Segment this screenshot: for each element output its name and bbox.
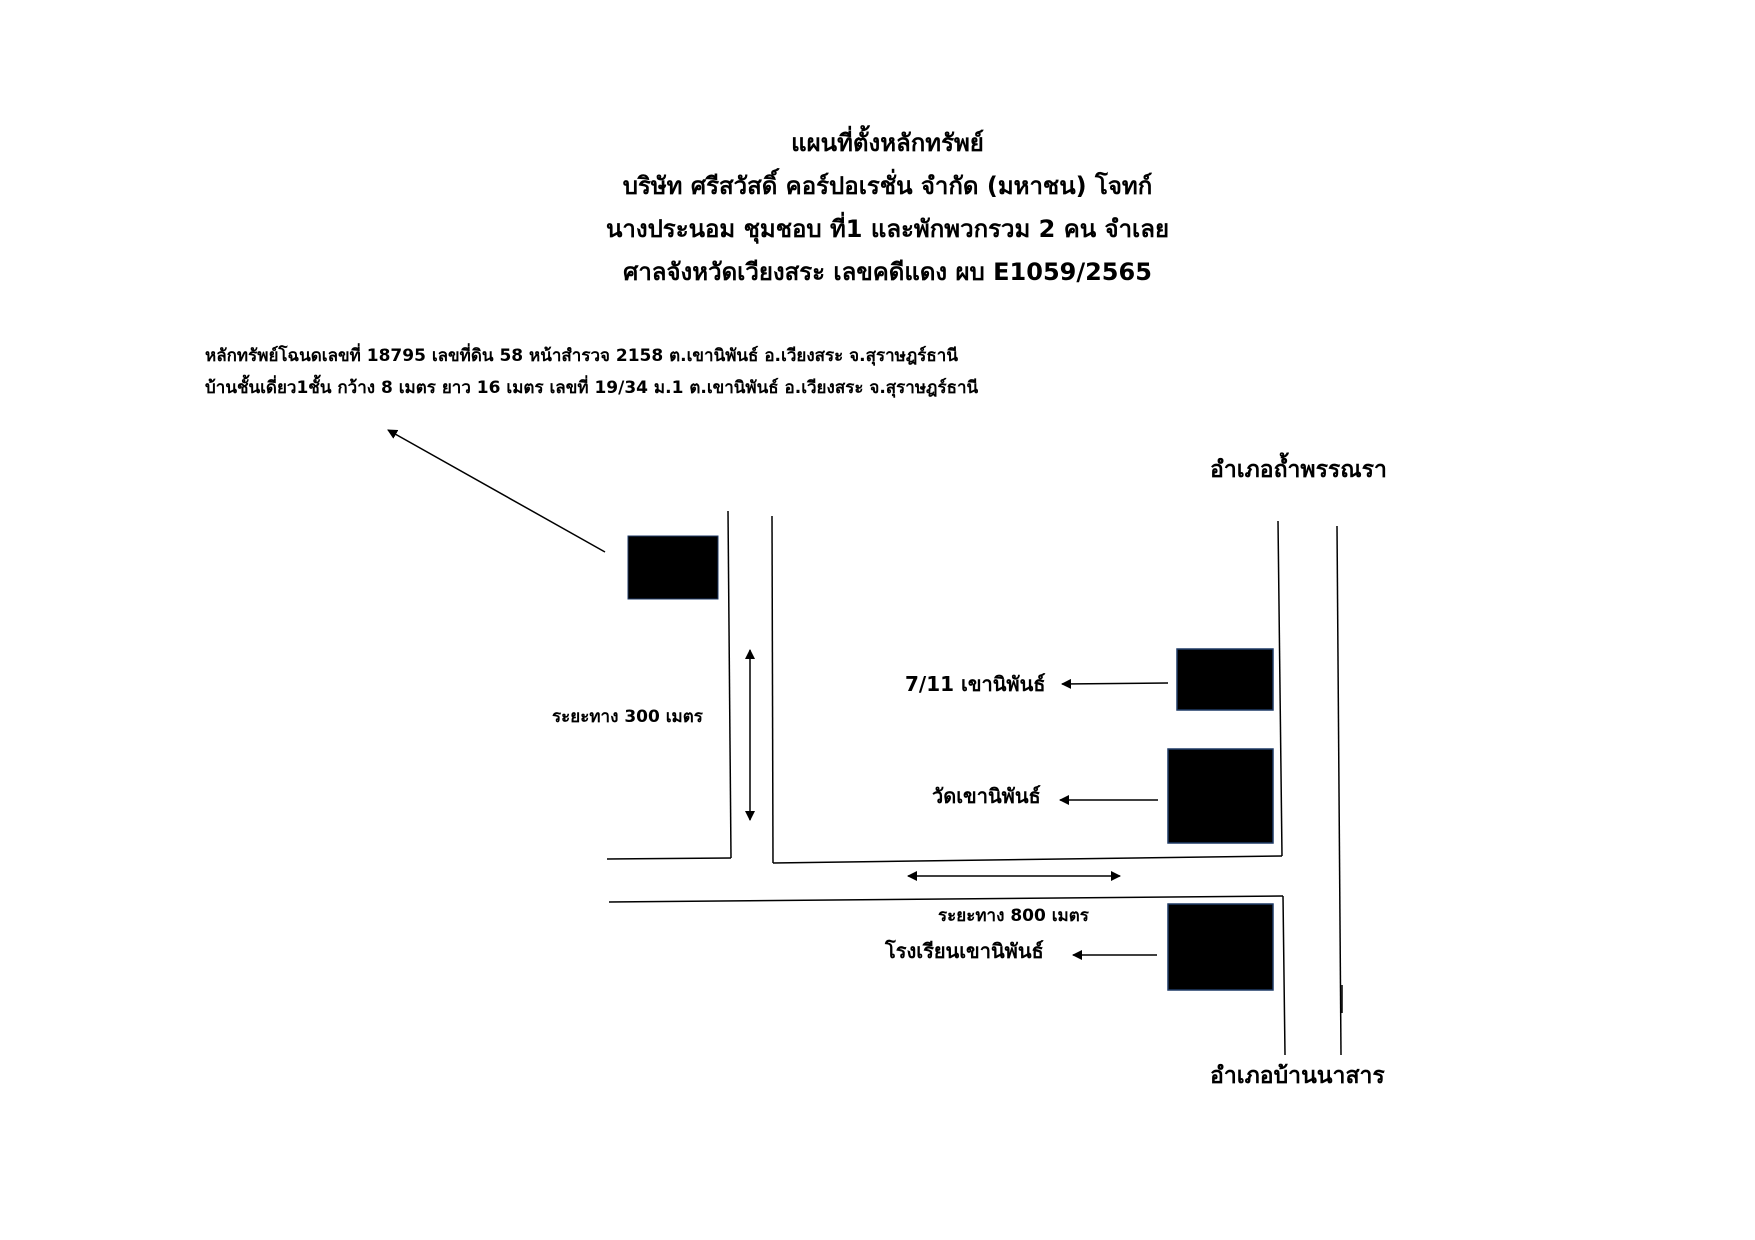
distance-800-label: ระยะทาง 800 เมตร	[938, 906, 1089, 926]
asset-deed-line: หลักทรัพย์โฉนดเลขที่ 18795 เลขที่ดิน 58 …	[205, 346, 958, 366]
asset-description: หลักทรัพย์โฉนดเลขที่ 18795 เลขที่ดิน 58 …	[205, 340, 978, 404]
distance-arrows	[745, 649, 1121, 881]
temple-label: วัดเขานิพันธ์	[932, 784, 1041, 808]
map-title: แผนที่ตั้งหลักทรัพย์	[791, 129, 984, 157]
road-west-right-edge	[771, 515, 774, 864]
asset-pointer-arrow	[387, 429, 606, 553]
road-highway-left-south	[1282, 895, 1286, 1056]
pointer-arrows	[387, 429, 1169, 960]
seven-eleven-label: 7/11 เขานิพันธ์	[905, 672, 1046, 696]
roads	[606, 510, 1343, 1056]
seven-eleven-building	[1176, 648, 1274, 711]
map-title-block: แผนที่ตั้งหลักทรัพย์ บริษัท ศรีสวัสดิ์ ค…	[0, 122, 1755, 294]
district-north-label: อำเภอถ้ำพรรณรา	[1210, 457, 1387, 483]
school-building	[1167, 903, 1274, 991]
road-west-branch-top	[606, 857, 732, 860]
road-highway-right	[1336, 525, 1342, 1056]
road-main-south-edge	[608, 895, 1284, 903]
defendant-line: นางประนอม ชุมชอบ ที่1 และพักพวกรวม 2 คน …	[605, 215, 1170, 243]
distance-300-label: ระยะทาง 300 เมตร	[552, 707, 703, 727]
school-label: โรงเรียนเขานิพันธ์	[885, 939, 1044, 963]
court-case-line: ศาลจังหวัดเวียงสระ เลขคดีแดง ผบ E1059/25…	[623, 258, 1152, 286]
asset-house-line: บ้านชั้นเดี่ยว1ชั้น กว้าง 8 เมตร ยาว 16 …	[205, 378, 979, 398]
road-main-north-edge	[772, 855, 1283, 864]
road-west-left-edge	[727, 510, 732, 859]
asset-house-building	[627, 535, 719, 600]
district-south-label: อำเภอบ้านนาสาร	[1210, 1063, 1385, 1089]
temple-building	[1167, 748, 1274, 844]
buildings	[627, 535, 1274, 991]
plaintiff-line: บริษัท ศรีสวัสดิ์ คอร์ปอเรชั่น จำกัด (มห…	[622, 172, 1153, 200]
road-highway-left-north	[1277, 520, 1283, 857]
seven-eleven-pointer-arrow	[1061, 678, 1169, 689]
